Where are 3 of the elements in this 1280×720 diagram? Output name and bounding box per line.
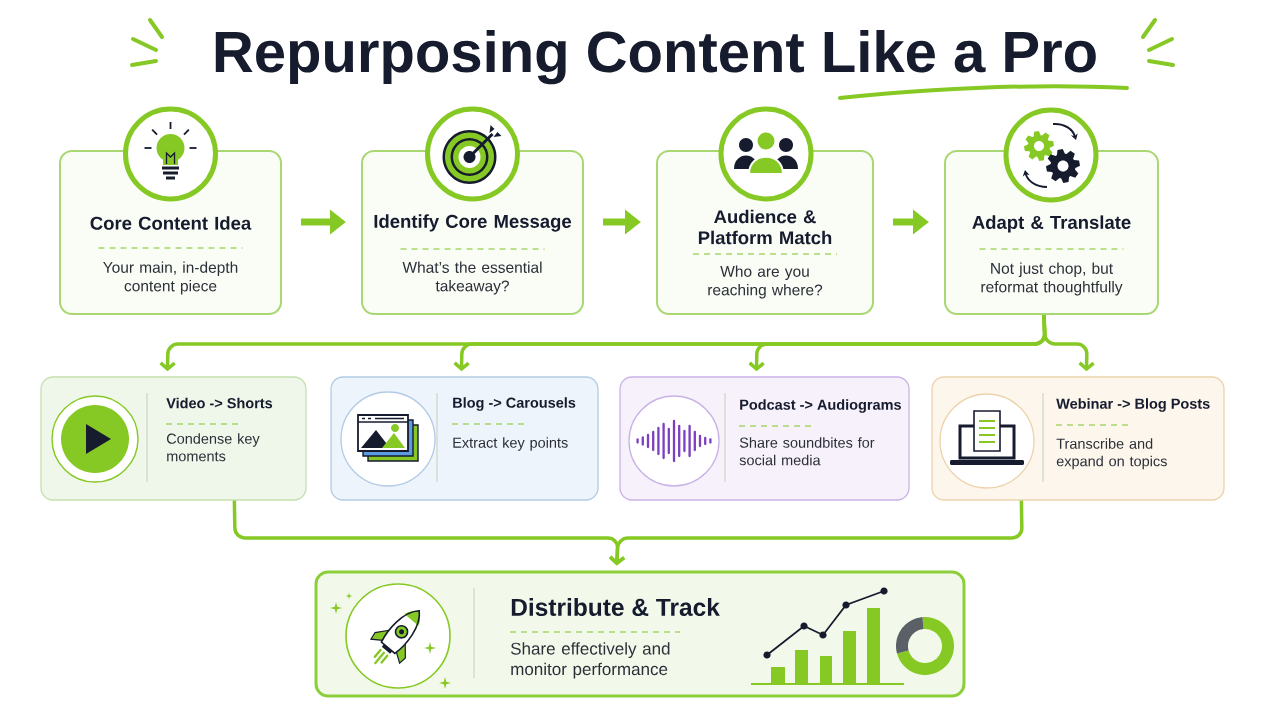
arrow — [608, 500, 1024, 566]
arrow — [1042, 314, 1095, 372]
title: Repurposing Content Like a Pro — [215, 29, 1096, 85]
